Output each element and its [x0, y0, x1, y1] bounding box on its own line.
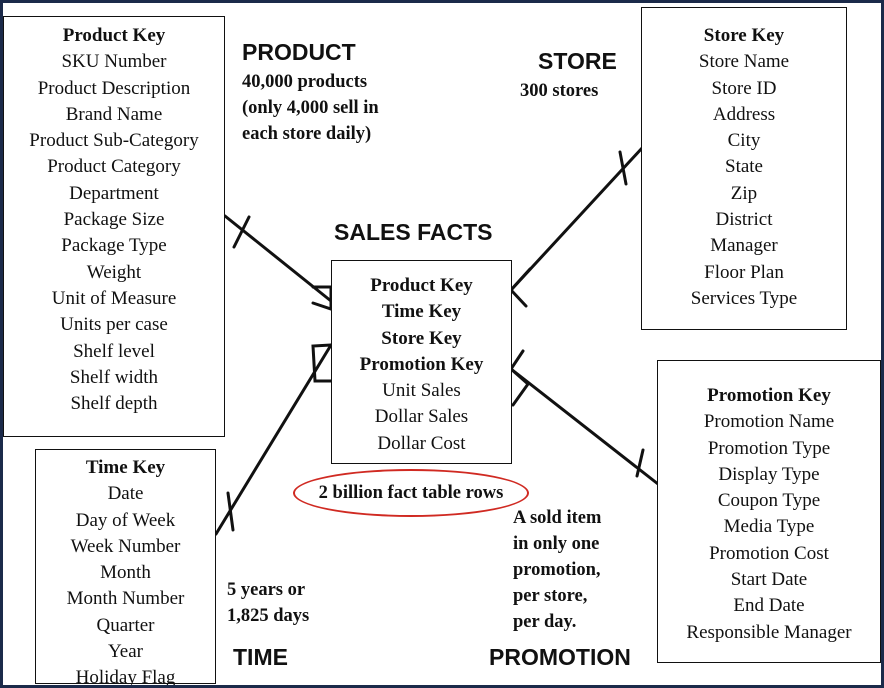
product-field: Shelf width — [69, 366, 159, 388]
time-field: Month Number — [66, 588, 185, 610]
store-field: Services Type — [690, 287, 798, 309]
product-dimension-box: Product Key SKU Number Product Descripti… — [3, 16, 225, 437]
promotion-field: Display Type — [718, 463, 820, 485]
store-field: Store ID — [711, 77, 777, 99]
store-one-tick — [618, 150, 628, 186]
highlight-oval — [293, 469, 529, 517]
product-field: Department — [69, 182, 159, 204]
time-field: Week Number — [70, 535, 181, 557]
promotion-note-line: A sold item — [513, 508, 602, 528]
product-note-line: each store daily) — [242, 124, 372, 144]
product-field: Shelf depth — [70, 393, 158, 415]
promotion-crowsfoot — [509, 349, 531, 407]
time-one-tick — [226, 491, 235, 532]
promotion-note-line: in only one — [513, 534, 600, 554]
fact-measure-field: Unit Sales — [382, 380, 461, 402]
product-note-line: (only 4,000 sell in — [242, 98, 379, 118]
promotion-field: Coupon Type — [717, 490, 821, 512]
fact-measure-field: Dollar Cost — [377, 432, 466, 454]
store-fact-line — [509, 145, 645, 292]
time-field: Month — [100, 562, 151, 584]
product-field: Shelf level — [73, 340, 155, 362]
store-key-field: Store Key — [703, 25, 785, 46]
promotion-field: Responsible Manager — [686, 621, 852, 643]
product-key-field: Product Key — [62, 25, 166, 46]
store-dimension-box: Store Key Store Name Store ID Address Ci… — [641, 7, 847, 330]
product-field: Unit of Measure — [51, 287, 177, 309]
promotion-field: Media Type — [723, 516, 815, 538]
store-field: State — [725, 156, 763, 178]
product-heading: PRODUCT — [242, 39, 356, 65]
promotion-dimension-box: Promotion Key Promotion Name Promotion T… — [657, 360, 881, 663]
store-field: City — [727, 130, 761, 152]
product-field: Units per case — [60, 314, 168, 336]
promotion-field: End Date — [733, 595, 805, 617]
product-field: Brand Name — [65, 103, 163, 125]
promotion-note-line: per day. — [513, 612, 577, 632]
promotion-field: Start Date — [730, 569, 808, 591]
fact-key-field: Promotion Key — [359, 353, 484, 375]
store-field: Store Name — [698, 51, 790, 73]
fact-key-field: Store Key — [381, 327, 462, 349]
fact-rows-callout: 2 billion fact table rows — [293, 469, 529, 517]
store-field: District — [715, 209, 773, 231]
time-note: 5 years or 1,825 days — [227, 577, 309, 629]
store-field: Manager — [710, 235, 778, 257]
store-heading: STORE — [538, 48, 617, 74]
promotion-note-line: per store, — [513, 586, 588, 606]
store-field: Floor Plan — [704, 261, 784, 283]
time-field: Quarter — [96, 614, 155, 636]
product-field: SKU Number — [61, 51, 167, 73]
store-field: Zip — [730, 182, 758, 204]
promotion-key-field: Promotion Key — [707, 385, 831, 406]
time-note-line: 5 years or — [227, 580, 306, 600]
time-field: Holiday Flag — [75, 667, 176, 685]
product-one-tick — [232, 215, 251, 249]
store-note-line: 300 stores — [520, 81, 599, 101]
store-field: Address — [712, 103, 776, 125]
product-field: Product Sub-Category — [29, 130, 199, 152]
promotion-note-line: promotion, — [513, 560, 601, 580]
product-field: Package Size — [63, 209, 165, 231]
star-schema-diagram: Product Key SKU Number Product Descripti… — [3, 3, 881, 685]
fact-measure-field: Dollar Sales — [374, 406, 469, 428]
fact-rows-text: 2 billion fact table rows — [318, 483, 504, 503]
time-field: Date — [107, 483, 144, 505]
promotion-heading: PROMOTION — [489, 644, 631, 670]
product-field: Product Category — [47, 156, 181, 178]
time-note-line: 1,825 days — [227, 606, 310, 626]
promotion-note: A sold item in only one promotion, per s… — [513, 505, 601, 635]
sales-facts-table-box: Product Key Time Key Store Key Promotion… — [331, 260, 512, 464]
time-dimension-box: Time Key Date Day of Week Week Number Mo… — [35, 449, 216, 685]
promotion-field: Promotion Cost — [709, 542, 829, 564]
promotion-fact-line — [509, 367, 660, 486]
promotion-field: Promotion Type — [707, 437, 831, 459]
store-note: 300 stores — [520, 78, 598, 104]
product-note-line: 40,000 products — [242, 72, 368, 92]
product-field: Product Description — [37, 77, 191, 99]
fact-key-field: Time Key — [381, 301, 462, 323]
time-key-field: Time Key — [85, 457, 166, 478]
product-field: Package Type — [61, 235, 167, 257]
sales-facts-heading: SALES FACTS — [334, 219, 493, 245]
time-heading: TIME — [233, 644, 288, 670]
time-fact-line — [214, 343, 333, 536]
fact-key-field: Product Key — [370, 275, 473, 296]
promotion-one-tick — [635, 448, 645, 478]
product-note: 40,000 products (only 4,000 sell in each… — [242, 69, 379, 147]
time-field: Year — [107, 641, 143, 663]
product-field: Weight — [86, 261, 142, 283]
time-field: Day of Week — [75, 509, 176, 531]
time-crowsfoot — [311, 343, 333, 383]
promotion-field: Promotion Name — [703, 411, 835, 433]
